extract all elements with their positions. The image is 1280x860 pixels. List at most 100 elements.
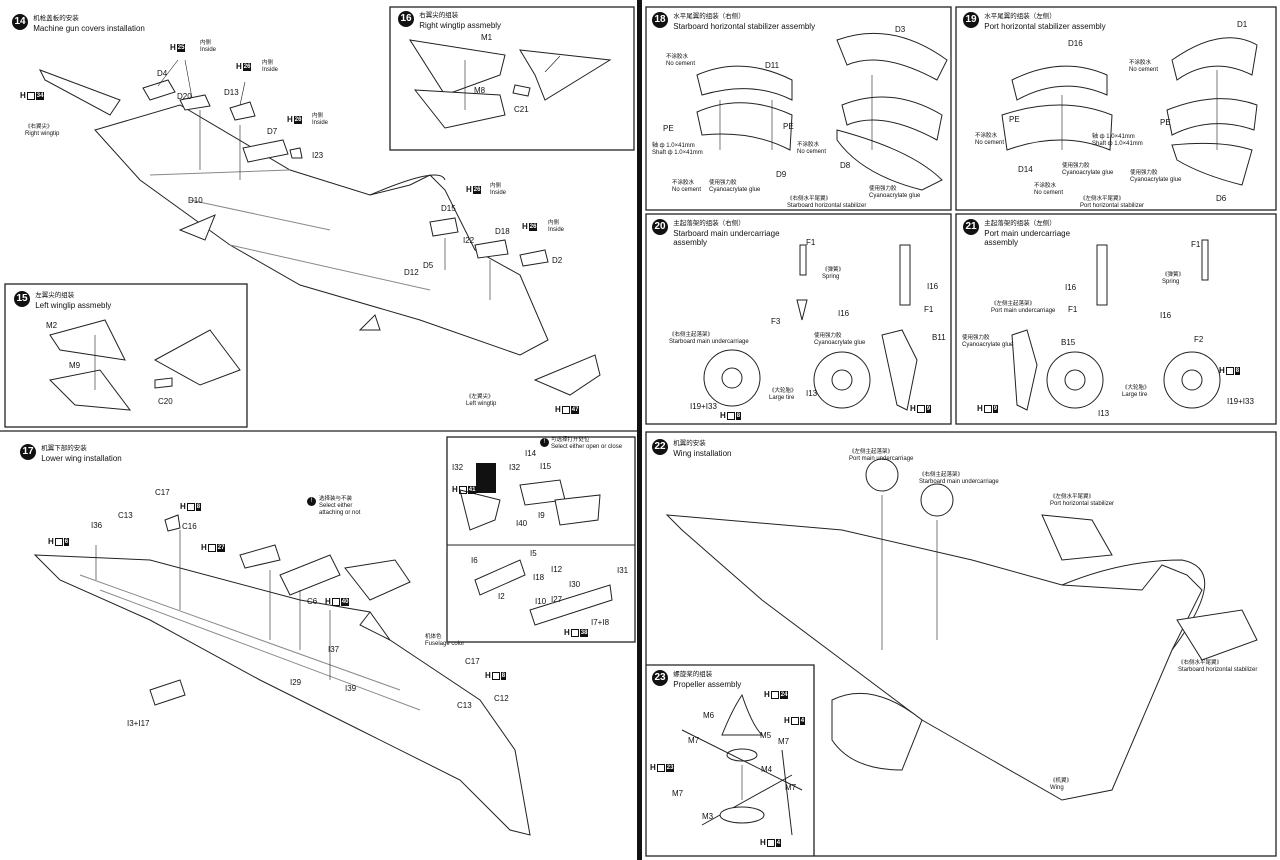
step22-number: 22 xyxy=(652,439,668,455)
part-label: I27 xyxy=(551,595,563,604)
step22-title-cn: 机翼的安装 xyxy=(673,440,706,447)
part-label: I13 xyxy=(806,389,818,398)
part-label: D5 xyxy=(423,261,434,270)
part-label: I32 xyxy=(509,463,521,472)
step19-title-cn: 水平尾翼的组装（左侧） xyxy=(984,13,1056,20)
part-label: I5 xyxy=(530,549,537,558)
part-label: PE xyxy=(663,124,674,133)
part-label: F1 xyxy=(1068,305,1078,314)
part-label: M4 xyxy=(761,765,773,774)
part-label: PE xyxy=(1160,118,1171,127)
large-tire-label: 《大轮胎》Large tire xyxy=(769,388,797,401)
step17-title-en: Lower wing installation xyxy=(41,453,122,463)
part-label: D1 xyxy=(1237,20,1248,29)
part-label: I40 xyxy=(516,519,528,528)
part-label: F3 xyxy=(771,317,781,326)
part-label: PE xyxy=(783,122,794,131)
step21-number: 21 xyxy=(963,219,979,235)
step18-header: 18 水平尾翼的组装（右侧）Starboard horizontal stabi… xyxy=(652,12,815,31)
part-label: I9 xyxy=(538,511,545,520)
part-label: I2 xyxy=(498,592,505,601)
part-label: I12 xyxy=(551,565,563,574)
part-label: M3 xyxy=(702,812,714,821)
part-label: I29 xyxy=(290,678,302,687)
part-label: M7 xyxy=(672,789,684,798)
part-label: I19+I33 xyxy=(1227,397,1254,406)
part-label: C20 xyxy=(158,397,173,406)
part-label: D11 xyxy=(765,61,780,70)
part-label: I16 xyxy=(838,309,850,318)
part-label: D4 xyxy=(157,69,168,78)
part-label: M6 xyxy=(703,711,715,720)
part-label: F2 xyxy=(1194,335,1204,344)
part-label: I13 xyxy=(1098,409,1110,418)
starboard-uc-label: 《右侧主起落架》Starboard main undercarriage xyxy=(919,472,999,485)
right-page-drawings xyxy=(645,6,1277,857)
part-label: D15 xyxy=(441,204,456,213)
step19-number: 19 xyxy=(963,12,979,28)
part-label: F1 xyxy=(924,305,934,314)
spring-label: 《弹簧》Spring xyxy=(1162,272,1185,285)
step16-number: 16 xyxy=(398,11,414,27)
part-label: D16 xyxy=(1068,39,1083,48)
part-label: D7 xyxy=(267,127,278,136)
step21-title-en: Port main undercarriage xyxy=(984,228,1071,238)
part-label: I16 xyxy=(1160,311,1172,320)
part-label: C13 xyxy=(118,511,133,520)
part-label: I36 xyxy=(91,521,103,530)
part-label: I18 xyxy=(533,573,545,582)
step16-title-cn: 右翼尖的组装 xyxy=(419,12,459,19)
part-label: I39 xyxy=(345,684,357,693)
step20-header: 20 主起落架的组装（右侧）Starboard main undercarria… xyxy=(652,219,780,248)
part-label: C13 xyxy=(457,701,472,710)
step15-number: 15 xyxy=(14,291,30,307)
part-label: I3+I17 xyxy=(127,719,150,728)
attention-icon: ! xyxy=(540,438,549,447)
wing-label: 《机翼》Wing xyxy=(1050,778,1073,791)
part-label: I23 xyxy=(312,151,324,160)
part-label: M2 xyxy=(46,321,58,330)
part-label: B11 xyxy=(932,333,946,342)
starboard-uc-label: 《右侧主起落架》Starboard main undercarriage xyxy=(669,332,749,345)
part-label: D12 xyxy=(404,268,419,277)
part-label: I15 xyxy=(540,462,552,471)
step17-title-cn: 机翼下部的安装 xyxy=(41,445,87,452)
part-label: D9 xyxy=(776,170,787,179)
part-label: D18 xyxy=(495,227,510,236)
part-label: I7+I8 xyxy=(591,618,610,627)
step14-wing-drawing xyxy=(0,6,638,836)
page-spine-divider xyxy=(637,0,643,860)
part-label: I19+I33 xyxy=(690,402,717,411)
part-label: M7 xyxy=(688,736,700,745)
part-label: M7 xyxy=(778,737,790,746)
